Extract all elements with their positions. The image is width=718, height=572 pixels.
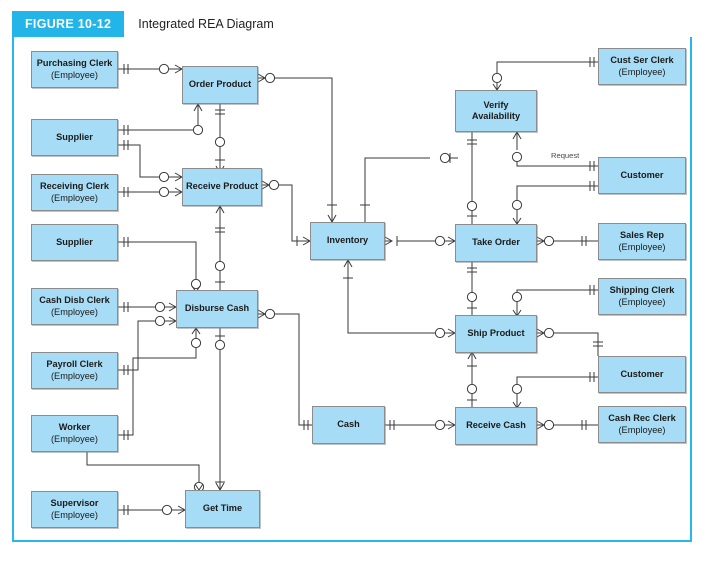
node-label: Cust Ser Clerk: [610, 55, 674, 66]
node-take-order[interactable]: Take Order: [455, 224, 537, 262]
figure-title: Integrated REA Diagram: [124, 11, 694, 37]
node-receive-product[interactable]: Receive Product: [182, 168, 262, 206]
node-label: Disburse Cash: [184, 303, 250, 314]
node-sales-rep[interactable]: Sales Rep (Employee): [598, 223, 686, 260]
node-sublabel: Availability: [471, 111, 521, 121]
node-disburse-cash[interactable]: Disburse Cash: [176, 290, 258, 328]
node-label: Supplier: [56, 236, 93, 247]
node-verify-availability[interactable]: Verify Availability: [455, 90, 537, 132]
node-label: Customer: [620, 368, 664, 379]
node-worker[interactable]: Worker (Employee): [31, 415, 118, 452]
figure-number: FIGURE 10-12: [12, 11, 125, 37]
node-sublabel: (Employee): [51, 69, 98, 80]
node-sublabel: (Employee): [51, 306, 98, 317]
node-order-product[interactable]: Order Product: [182, 66, 258, 104]
node-label: Order Product: [188, 79, 252, 90]
node-get-time[interactable]: Get Time: [185, 490, 260, 528]
node-cash-rec-clerk[interactable]: Cash Rec Clerk (Employee): [598, 406, 686, 443]
node-sublabel: (Employee): [51, 192, 98, 203]
node-customer-1[interactable]: Customer: [598, 157, 686, 194]
node-ship-product[interactable]: Ship Product: [455, 315, 537, 353]
node-payroll-clerk[interactable]: Payroll Clerk (Employee): [31, 352, 118, 389]
node-label: Supervisor: [50, 498, 99, 509]
node-shipping-clerk[interactable]: Shipping Clerk (Employee): [598, 278, 686, 315]
node-label: Supplier: [56, 131, 93, 142]
node-label: Inventory: [326, 235, 369, 246]
figure-header: FIGURE 10-12 Integrated REA Diagram: [12, 11, 694, 37]
node-label: Worker: [58, 422, 91, 433]
node-label: Cash Disb Clerk: [39, 295, 110, 306]
edge-label-request: Request: [551, 151, 580, 160]
node-sublabel: (Employee): [51, 509, 98, 520]
node-label: Purchasing Clerk: [36, 58, 113, 69]
node-inventory[interactable]: Inventory: [310, 222, 385, 260]
node-cust-ser-clerk[interactable]: Cust Ser Clerk (Employee): [598, 48, 686, 85]
node-label: Verify: [483, 99, 509, 110]
node-label: Cash: [337, 419, 360, 430]
node-supervisor[interactable]: Supervisor (Employee): [31, 491, 118, 528]
node-sublabel: (Employee): [618, 241, 666, 252]
node-sublabel: (Employee): [51, 433, 98, 444]
node-purchasing-clerk[interactable]: Purchasing Clerk (Employee): [31, 51, 118, 88]
node-label: Receiving Clerk: [40, 181, 109, 192]
node-receiving-clerk[interactable]: Receiving Clerk (Employee): [31, 174, 118, 211]
node-label: Sales Rep: [620, 230, 664, 241]
node-sublabel: (Employee): [51, 370, 98, 381]
node-sublabel: (Employee): [618, 66, 666, 77]
node-label: Payroll Clerk: [46, 359, 103, 370]
node-label: Receive Cash: [466, 420, 526, 431]
node-supplier-2[interactable]: Supplier: [31, 224, 118, 261]
node-label: Cash Rec Clerk: [608, 413, 676, 424]
node-label: Customer: [620, 169, 664, 180]
node-cash[interactable]: Cash: [312, 406, 385, 444]
node-label: Ship Product: [467, 328, 525, 339]
node-cash-disb-clerk[interactable]: Cash Disb Clerk (Employee): [31, 288, 118, 325]
node-customer-2[interactable]: Customer: [598, 356, 686, 393]
node-receive-cash[interactable]: Receive Cash: [455, 407, 537, 445]
node-label: Receive Product: [186, 181, 258, 192]
node-label: Shipping Clerk: [609, 285, 675, 296]
node-sublabel: (Employee): [618, 296, 666, 307]
node-supplier-1[interactable]: Supplier: [31, 119, 118, 156]
node-label: Take Order: [472, 237, 520, 248]
node-label: Get Time: [202, 503, 243, 514]
node-sublabel: (Employee): [618, 424, 666, 435]
